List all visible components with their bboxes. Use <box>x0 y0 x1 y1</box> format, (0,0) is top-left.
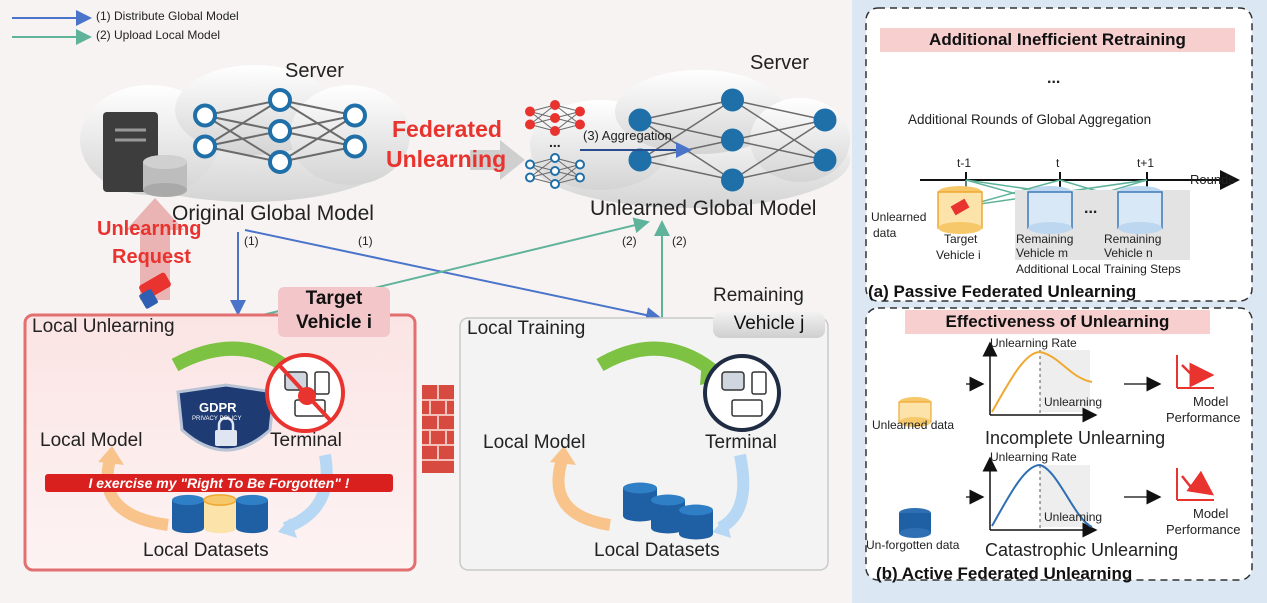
left-db-2 <box>203 494 237 534</box>
legend-distribute-label: (1) Distribute Global Model <box>96 9 239 23</box>
right-to-be-forgotten-banner: I exercise my "Right To Be Forgotten" ! <box>45 474 393 492</box>
rate-label-2: Unlearning Rate <box>990 450 1077 464</box>
model-performance-2-b: Performance <box>1166 522 1241 537</box>
local-training-title: Local Training <box>467 318 586 339</box>
unlearned-data-label-1: Unlearned <box>871 210 927 224</box>
model-performance-icon-2 <box>1176 468 1215 501</box>
remaining-vehicle-line-2: Vehicle j <box>733 313 805 334</box>
unforgotten-db-icon <box>899 508 931 538</box>
unforgotten-data-label: Un-forgotten data <box>866 538 960 552</box>
right-local-model-label: Local Model <box>483 432 586 453</box>
step-2b-label: (2) <box>672 234 687 248</box>
rounds-caption: Additional Rounds of Global Aggregation <box>908 112 1152 127</box>
aggregation-label: (3) Aggregation <box>583 128 672 143</box>
local-steps-label: Additional Local Training Steps <box>1016 262 1181 276</box>
small-net-blue <box>525 153 585 189</box>
left-blue-curve <box>282 453 333 534</box>
unlearned-data-label-2: data <box>873 226 897 240</box>
right-server-label: Server <box>750 52 809 74</box>
vehicle-m-label-2: Vehicle m <box>1016 246 1069 260</box>
right-orange-curve <box>552 458 612 531</box>
left-green-curve <box>171 341 295 376</box>
tick-t-plus-1: t+1 <box>1137 156 1155 170</box>
remaining-vehicle-line-1: Remaining <box>713 285 804 306</box>
right-datasets-label: Local Datasets <box>594 540 720 561</box>
passive-target-label-1: Target <box>944 232 978 246</box>
distribute-arrow-2 <box>244 229 662 323</box>
rounds-label: Rounds <box>1190 172 1235 187</box>
passive-ellipsis: ... <box>1047 70 1061 87</box>
model-performance-icon-1 <box>1176 355 1215 389</box>
incomplete-chart <box>982 341 1098 423</box>
unlearning-request-label-1: Unlearning <box>97 218 202 240</box>
step-1a-label: (1) <box>244 234 259 248</box>
server-ellipsis: ... <box>549 134 561 150</box>
model-performance-1-b: Performance <box>1166 410 1241 425</box>
vehicle-n-label-1: Remaining <box>1104 232 1162 246</box>
right-db-3 <box>679 504 713 540</box>
small-net-red <box>525 100 585 136</box>
catastrophic-chart <box>982 456 1098 538</box>
incomplete-unlearning-label: Incomplete Unlearning <box>985 428 1166 448</box>
original-global-model-label: Original Global Model <box>172 202 374 225</box>
active-header: Effectiveness of Unlearning <box>905 310 1210 334</box>
left-terminal-label: Terminal <box>270 430 342 451</box>
tick-t-minus-1: t-1 <box>957 156 972 170</box>
target-vehicle-line-1: Target <box>305 288 363 309</box>
unlearning-request-label-2: Request <box>112 246 191 268</box>
tick-t: t <box>1056 156 1060 170</box>
gdpr-label: GDPR <box>199 400 237 415</box>
unlearning-request-arrow <box>126 198 184 300</box>
passive-target-label-2: Vehicle i <box>936 248 981 262</box>
step-1b-label: (1) <box>358 234 373 248</box>
left-local-model-label: Local Model <box>40 430 143 451</box>
unlearning-label: Unlearning <box>386 146 507 172</box>
unlearning-axis-label-1: Unlearning <box>1044 395 1103 409</box>
federated-label: Federated <box>392 116 502 142</box>
original-global-model-net <box>193 88 367 174</box>
target-vehicle-line-2: Vehicle i <box>295 312 373 333</box>
right-terminal-icon <box>703 354 781 432</box>
step-2a-label: (2) <box>622 234 637 248</box>
local-unlearning-title: Local Unlearning <box>32 316 175 337</box>
unlearned-global-model-label: Unlearned Global Model <box>590 197 817 220</box>
firewall-icon <box>422 385 454 473</box>
model-performance-1-a: Model <box>1193 394 1229 409</box>
incomplete-curve <box>991 350 1093 413</box>
right-terminal-label: Terminal <box>705 432 777 453</box>
catastrophic-curve <box>991 463 1093 528</box>
server-icon <box>103 112 187 197</box>
privacy-policy-label: PRIVACY POLICY <box>192 416 242 422</box>
passive-header: Additional Inefficient Retraining <box>880 28 1235 52</box>
left-server-label: Server <box>285 60 344 82</box>
left-terminal-icon <box>265 353 345 433</box>
left-datasets-label: Local Datasets <box>143 540 269 561</box>
catastrophic-unlearning-label: Catastrophic Unlearning <box>985 540 1179 560</box>
eraser-icon <box>139 272 171 309</box>
right-green-curve <box>596 341 717 376</box>
left-orange-curve <box>101 458 169 531</box>
left-db-1 <box>172 494 204 534</box>
vehicles-ellipsis: ... <box>1084 200 1098 217</box>
legend-upload-label: (2) Upload Local Model <box>96 28 221 42</box>
remaining-vehicle-tag: Vehicle j <box>713 312 825 338</box>
gdpr-shield-icon <box>176 383 276 452</box>
rate-label-1: Unlearning Rate <box>990 336 1077 350</box>
left-db-3 <box>236 494 268 534</box>
vehicle-n-label-2: Vehicle n <box>1104 246 1153 260</box>
gray-transition-arrow <box>470 140 525 180</box>
passive-caption: (a) Passive Federated Unlearning <box>868 282 1137 301</box>
unlearning-axis-label-2: Unlearning <box>1044 510 1103 524</box>
active-caption: (b) Active Federated Unlearning <box>876 564 1133 583</box>
unlearned-db-icon <box>898 397 932 427</box>
unlearned-data-active-label: Unlearned data <box>872 418 955 432</box>
vehicle-m-db-icon <box>1027 186 1073 234</box>
target-vehicle-tag: Target Vehicle i <box>278 287 390 337</box>
vehicle-m-label-1: Remaining <box>1016 232 1074 246</box>
vehicle-n-db-icon <box>1117 186 1163 234</box>
target-vehicle-db-icon <box>937 186 983 234</box>
active-panel <box>865 307 1253 581</box>
model-performance-2-a: Model <box>1193 506 1229 521</box>
